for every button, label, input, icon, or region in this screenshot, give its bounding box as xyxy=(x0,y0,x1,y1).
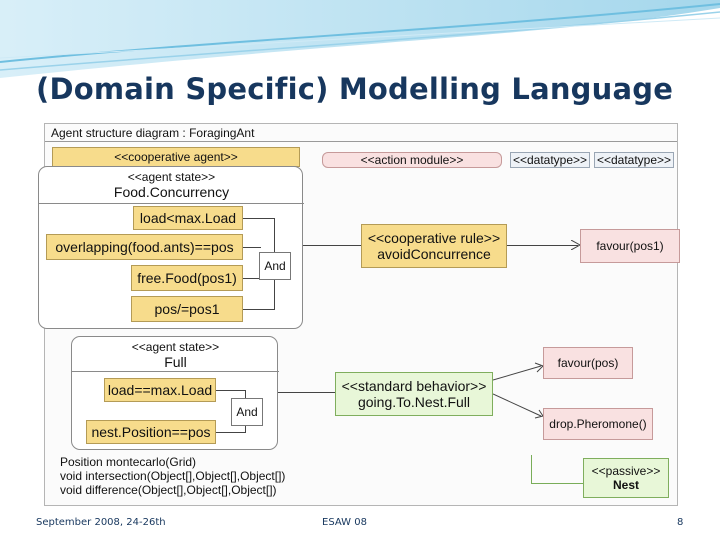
footer-page: 8 xyxy=(677,517,684,528)
connector xyxy=(278,392,335,393)
condition-load-equals[interactable]: load==max.Load xyxy=(104,378,216,402)
datatype-box-1[interactable]: <<datatype>> xyxy=(510,152,590,168)
method-item: void intersection(Object[],Object[],Obje… xyxy=(60,469,286,483)
food-state-stereotype: <<agent state>> xyxy=(127,170,216,184)
footer-event: ESAW 08 xyxy=(322,517,367,528)
condition-overlapping[interactable]: overlapping(food.ants)==pos xyxy=(46,234,243,260)
method-item: void difference(Object[],Object[],Object… xyxy=(60,483,277,497)
slide-title: (Domain Specific) Modelling Language xyxy=(36,72,674,106)
passive-nest[interactable]: <<passive>> Nest xyxy=(583,458,669,498)
connector xyxy=(243,218,275,219)
favour-pos1[interactable]: favour(pos1) xyxy=(580,229,680,263)
footer-date: September 2008, 24-26th xyxy=(36,517,166,528)
condition-load-less[interactable]: load<max.Load xyxy=(133,206,243,230)
diagram-header-line xyxy=(45,141,677,142)
connector xyxy=(531,483,583,484)
datatype-stereotype-1: <<datatype>> xyxy=(512,153,588,167)
cooperative-agent-box[interactable]: <<cooperative agent>> xyxy=(52,147,300,167)
method-item: Position montecarlo(Grid) xyxy=(60,455,197,469)
connector xyxy=(243,309,275,310)
connector xyxy=(243,247,261,248)
condition-pos-not-equal[interactable]: pos/=pos1 xyxy=(131,296,243,322)
and-node-full[interactable]: And xyxy=(231,398,263,426)
connector xyxy=(303,245,361,246)
datatype-stereotype-2: <<datatype>> xyxy=(596,153,672,167)
header-wave-decoration xyxy=(0,0,720,78)
condition-nest-position[interactable]: nest.Position==pos xyxy=(86,420,216,444)
food-state-divider xyxy=(39,203,304,204)
diagram-header: Agent structure diagram : ForagingAnt xyxy=(51,126,255,140)
connector xyxy=(507,245,578,246)
connector xyxy=(531,455,532,483)
condition-free-food[interactable]: free.Food(pos1) xyxy=(131,265,243,291)
methods-list: Position montecarlo(Grid) void intersect… xyxy=(60,455,360,497)
cooperative-rule-avoid-concurrence[interactable]: <<cooperative rule>> avoidConcurrence xyxy=(361,224,507,268)
standard-behavior-going-to-nest-full[interactable]: <<standard behavior>> going.To.Nest.Full xyxy=(335,372,493,416)
connector xyxy=(216,390,246,391)
drop-pheromone[interactable]: drop.Pheromone() xyxy=(543,408,653,440)
connector xyxy=(216,432,246,433)
datatype-box-2[interactable]: <<datatype>> xyxy=(594,152,674,168)
action-module-stereotype: <<action module>> xyxy=(360,153,464,167)
cooperative-agent-stereotype: <<cooperative agent>> xyxy=(114,150,238,164)
and-node-food[interactable]: And xyxy=(259,252,291,280)
action-module-box[interactable]: <<action module>> xyxy=(322,152,502,168)
food-state-name: Food.Concurrency xyxy=(113,184,230,200)
favour-pos[interactable]: favour(pos) xyxy=(543,347,633,379)
connector xyxy=(243,278,261,279)
